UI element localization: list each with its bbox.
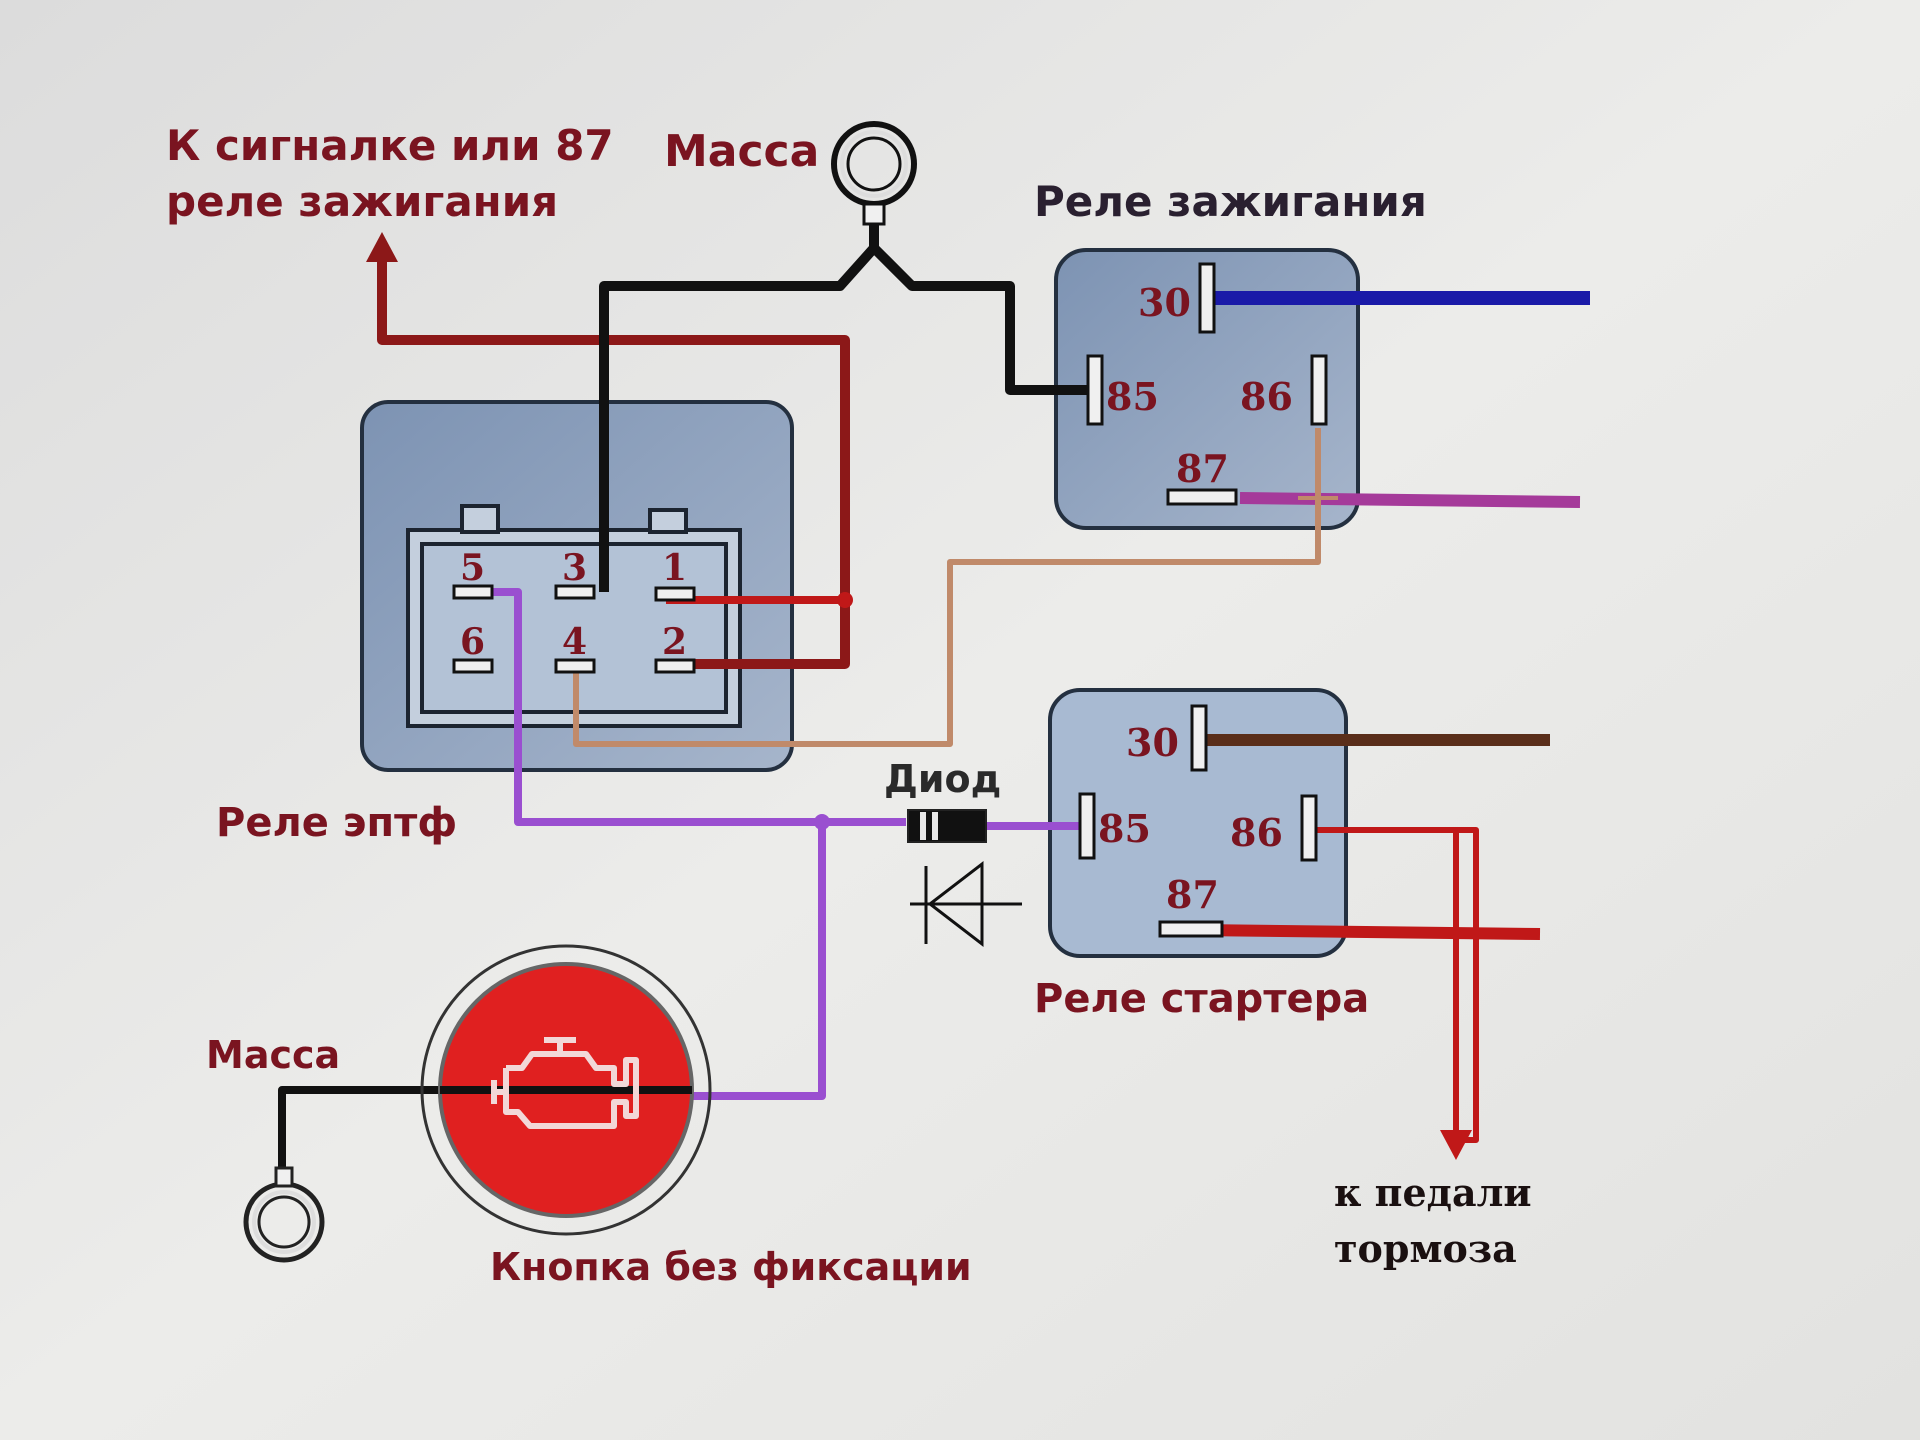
- wire-junction-purple: [814, 814, 830, 830]
- ignition-pin-86: [1310, 354, 1328, 426]
- wire-eptf5-purple: [488, 588, 906, 826]
- label-brake-line1: к педали: [1334, 1170, 1532, 1215]
- label-starter-relay: Реле стартера: [1034, 976, 1369, 1022]
- eptf-key-left: [460, 504, 500, 534]
- wire-alarm-output: [377, 256, 850, 669]
- eptf-pin-6: [452, 658, 494, 674]
- label-ground-bottom: Масса: [206, 1033, 340, 1077]
- eptf-pin-3: [554, 584, 596, 600]
- ground-ring-bottom-icon: [243, 1166, 325, 1263]
- starter-pin-30-label: 30: [1126, 720, 1179, 765]
- ignition-pin-86-label: 86: [1240, 374, 1293, 419]
- wire-junction-red: [837, 592, 853, 608]
- wire-ignition-86-tan: [573, 428, 1321, 747]
- starter-pin-86: [1300, 794, 1318, 862]
- eptf-pin-2: [654, 658, 696, 674]
- label-button: Кнопка без фиксации: [490, 1245, 972, 1289]
- starter-pin-85: [1078, 792, 1096, 860]
- starter-pin-87: [1158, 920, 1224, 938]
- ignition-pin-87-label: 87: [1176, 446, 1229, 491]
- label-eptf-relay: Реле эптф: [216, 800, 457, 846]
- arrow-down-icon: [1440, 1130, 1472, 1160]
- eptf-pin-6-label: 6: [460, 621, 485, 663]
- label-diode: Диод: [884, 757, 1001, 801]
- ignition-pin-85-label: 85: [1106, 374, 1159, 419]
- wire-button-purple: [690, 822, 826, 1100]
- starter-pin-85-label: 85: [1098, 806, 1151, 851]
- eptf-pin-4-label: 4: [562, 621, 587, 663]
- ignition-pin-30: [1198, 262, 1216, 334]
- label-ground-top: Масса: [664, 126, 819, 177]
- eptf-key-right: [648, 508, 688, 534]
- ignition-pin-85: [1086, 354, 1104, 426]
- eptf-pin-5-label: 5: [460, 547, 485, 589]
- engine-icon: [491, 1037, 639, 1129]
- label-brake-line2: тормоза: [1334, 1226, 1517, 1271]
- eptf-pin-2-label: 2: [662, 621, 687, 663]
- wire-ignition-87-magenta: [1239, 492, 1581, 508]
- wire-ground-top: [599, 243, 1094, 592]
- eptf-pin-1: [654, 586, 696, 602]
- starter-pin-86-label: 86: [1230, 810, 1283, 855]
- arrow-up-icon: [366, 232, 398, 262]
- diode-symbol-icon: [910, 860, 1022, 948]
- eptf-pin-3-label: 3: [562, 547, 587, 589]
- wire-starter-87-red: [1195, 924, 1541, 940]
- eptf-pin-1-label: 1: [662, 547, 687, 589]
- starter-pin-87-label: 87: [1166, 872, 1219, 917]
- ground-ring-icon: [831, 121, 917, 226]
- diode-icon: [907, 809, 987, 843]
- eptf-pin-4: [554, 658, 596, 674]
- ignition-pin-30-label: 30: [1138, 280, 1191, 325]
- starter-pin-30: [1190, 704, 1208, 772]
- label-ignition-relay: Реле зажигания: [1034, 177, 1427, 226]
- label-alarm-line1: К сигналке или 87: [166, 121, 614, 170]
- eptf-pin-5: [452, 584, 494, 600]
- ignition-pin-87: [1166, 488, 1238, 506]
- label-alarm-line2: реле зажигания: [166, 177, 558, 226]
